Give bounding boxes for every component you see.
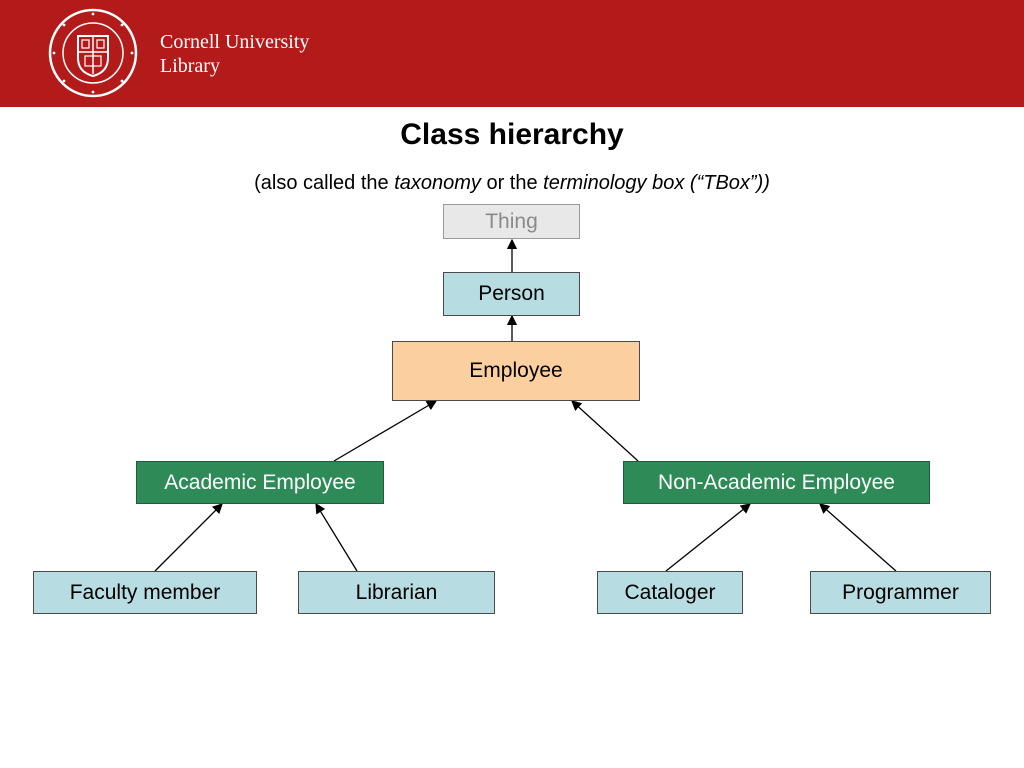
slide-subtitle: (also called the taxonomy or the termino…: [0, 172, 1024, 195]
edge-academic-employee: [333, 400, 438, 462]
node-faculty-member: Faculty member: [33, 571, 257, 614]
node-non-academic-employee: Non-Academic Employee: [623, 461, 930, 504]
node-employee: Employee: [392, 341, 640, 401]
brand-line-2: Library: [160, 55, 220, 77]
node-person: Person: [443, 272, 580, 316]
cornell-seal-logo: [48, 8, 138, 98]
subtitle-term-taxonomy: taxonomy: [394, 172, 481, 194]
node-librarian: Librarian: [298, 571, 495, 614]
node-programmer: Programmer: [810, 571, 991, 614]
edge-librarian-academic: [315, 502, 358, 572]
subtitle-prefix: (also called the: [254, 172, 395, 194]
node-thing: Thing: [443, 204, 580, 239]
node-academic-employee: Academic Employee: [136, 461, 384, 504]
edge-nonacademic-employee: [571, 400, 639, 462]
edge-cataloger-nonacademic: [665, 503, 752, 572]
subtitle-mid: or the: [480, 172, 544, 194]
node-cataloger: Cataloger: [597, 571, 743, 614]
header-bar: Cornell University Library: [0, 0, 1024, 107]
brand-line-1: Cornell University: [160, 31, 310, 53]
edge-programmer-nonacademic: [819, 503, 897, 572]
slide-title: Class hierarchy: [400, 118, 624, 151]
edge-faculty-academic: [154, 503, 223, 572]
brand-name: Cornell University Library: [160, 30, 309, 78]
subtitle-term-tbox: terminology box (“TBox”)): [543, 172, 770, 194]
